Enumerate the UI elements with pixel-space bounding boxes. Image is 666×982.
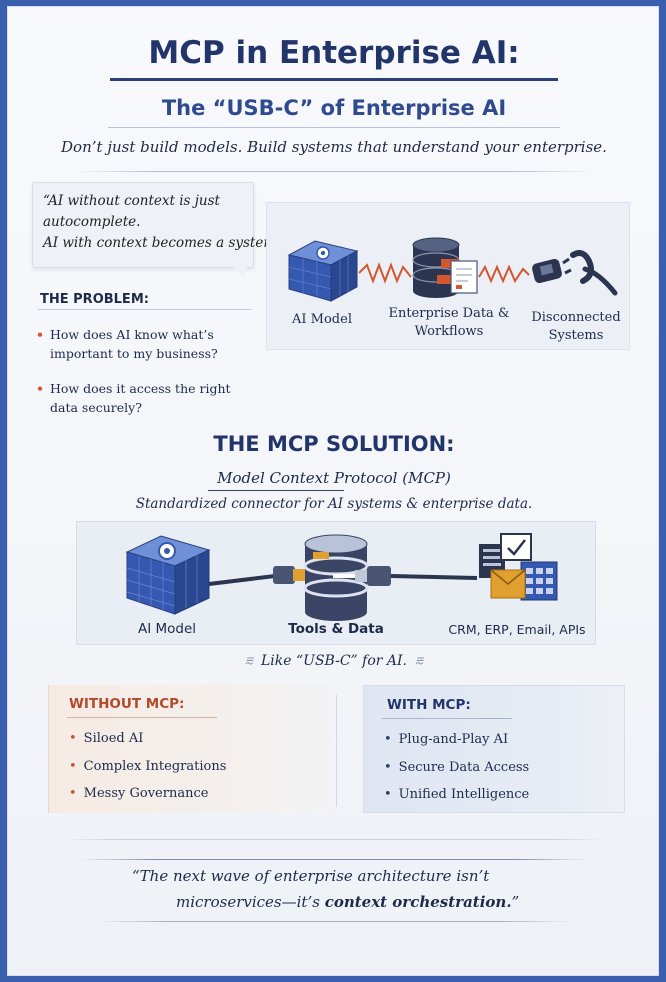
without-mcp-item: • Siloed AI <box>69 731 143 746</box>
title-underline <box>110 78 558 81</box>
infographic-frame: MCP in Enterprise AI: The “USB-C” of Ent… <box>7 6 659 976</box>
usb-cable-icon <box>390 574 478 580</box>
bullet-icon: • <box>384 760 392 775</box>
bullet-icon: • <box>384 732 392 747</box>
disconnected-plug-icon <box>532 250 618 296</box>
tagline: Don’t just build models. Build systems t… <box>61 138 607 156</box>
tools-data-label: Tools & Data <box>288 621 384 637</box>
without-mcp-item: • Messy Governance <box>69 786 208 801</box>
with-mcp-item-text: Plug-and-Play AI <box>398 732 509 747</box>
quote-bubble: “AI without context is just autocomplete… <box>32 182 288 268</box>
quote-bubble-tail <box>230 265 248 277</box>
solution-name-suffix: (MCP) <box>397 469 451 487</box>
without-mcp-item-text: Messy Governance <box>83 786 209 801</box>
quote-line: AI with context becomes a system.” <box>43 235 288 251</box>
with-mcp-item-text: Secure Data Access <box>398 760 530 775</box>
quote-line: autocomplete. <box>43 214 141 230</box>
closing-quote-plain: microservices—it’s <box>176 893 325 911</box>
with-mcp-item-text: Unified Intelligence <box>398 787 530 802</box>
closing-quote-emphasis: context orchestration. <box>324 893 512 911</box>
bullet-icon: • <box>69 759 77 774</box>
problem-item-text: How does it access the right data secure… <box>50 381 231 415</box>
usb-connector-icon <box>355 566 391 586</box>
closing-quote-line-2: microservices—it’s context orchestration… <box>176 893 519 911</box>
ai-cube-icon <box>125 535 211 615</box>
without-mcp-item-text: Complex Integrations <box>83 759 227 774</box>
problem-heading: THE PROBLEM: <box>40 292 149 307</box>
enterprise-systems-icon <box>479 533 558 601</box>
footer-divider <box>64 839 604 840</box>
database-icon <box>303 534 369 621</box>
without-mcp-divider <box>67 717 217 718</box>
problem-diagram <box>287 237 618 302</box>
usb-c-caption: ⩳ Like “USB-C” for AI. ⩳ <box>8 653 660 669</box>
decorative-lines-icon: ⩳ <box>244 653 253 669</box>
systems-label: CRM, ERP, Email, APIs <box>448 622 586 637</box>
page-title: MCP in Enterprise AI: <box>148 35 520 71</box>
solution-name-underline <box>208 490 344 491</box>
comparison-divider <box>336 695 337 807</box>
ai-model-label: AI Model <box>137 621 197 637</box>
without-mcp-heading: WITHOUT MCP: <box>69 696 185 712</box>
with-mcp-item: • Plug-and-Play AI <box>384 732 508 747</box>
solution-name-main: Model Context Protocol <box>217 469 398 487</box>
ai-model-label: AI Model <box>292 312 352 327</box>
decorative-lines-icon: ⩳ <box>414 653 424 669</box>
enterprise-data-label-2: Workflows <box>414 324 484 339</box>
bullet-icon: • <box>384 787 392 802</box>
page-subtitle: The “USB-C” of Enterprise AI <box>161 96 507 120</box>
solution-diagram-panel: AI Model Tools & Data CRM, ERP, Email, A… <box>76 521 596 645</box>
bullet-icon: • <box>36 327 44 342</box>
bullet-icon: • <box>36 381 44 396</box>
problem-item: • How does AI know what’s important to my… <box>36 325 256 363</box>
footer-divider <box>80 859 588 860</box>
without-mcp-item-text: Siloed AI <box>83 731 144 746</box>
with-mcp-heading: WITH MCP: <box>387 697 471 713</box>
bullet-icon: • <box>69 786 77 801</box>
disconnected-label-2: Systems <box>548 328 604 343</box>
with-mcp-item: • Secure Data Access <box>384 760 529 775</box>
solution-description: Standardized connector for AI systems & … <box>135 496 533 512</box>
solution-name: Model Context Protocol (MCP) <box>8 469 660 487</box>
problem-divider <box>38 309 252 310</box>
with-mcp-box: WITH MCP: • Plug-and-Play AI • Secure Data… <box>363 685 625 813</box>
without-mcp-box: WITHOUT MCP: • Siloed AI • Complex Integra… <box>48 685 330 813</box>
without-mcp-item: • Complex Integrations <box>69 759 226 774</box>
bullet-icon: • <box>69 731 77 746</box>
footer-divider <box>96 921 572 922</box>
with-mcp-divider <box>382 718 512 719</box>
enterprise-data-label-1: Enterprise Data & <box>388 306 510 321</box>
usb-connector-icon <box>273 566 307 584</box>
solution-diagram <box>125 533 558 621</box>
usb-c-caption-text: Like “USB-C” for AI. <box>261 653 407 669</box>
problem-item: • How does it access the right data secur… <box>36 379 256 417</box>
broken-connection-icon <box>478 264 530 284</box>
subtitle-divider <box>108 127 560 128</box>
problem-item-text: How does AI know what’s important to my … <box>50 327 218 361</box>
quote-line: “AI without context is just <box>43 193 220 209</box>
solution-heading: THE MCP SOLUTION: <box>213 432 455 456</box>
usb-cable-icon <box>208 574 276 586</box>
ai-cube-icon <box>287 240 359 302</box>
tagline-divider <box>74 171 594 172</box>
disconnected-label-1: Disconnected <box>531 310 621 325</box>
closing-quote-line-1: “The next wave of enterprise architectur… <box>132 867 490 885</box>
with-mcp-item: • Unified Intelligence <box>384 787 529 802</box>
closing-quote-end: ” <box>511 893 520 911</box>
broken-connection-icon <box>358 262 412 284</box>
problem-diagram-panel: AI Model Enterprise Data & Workflows Dis… <box>266 202 630 350</box>
database-icon <box>412 237 478 298</box>
